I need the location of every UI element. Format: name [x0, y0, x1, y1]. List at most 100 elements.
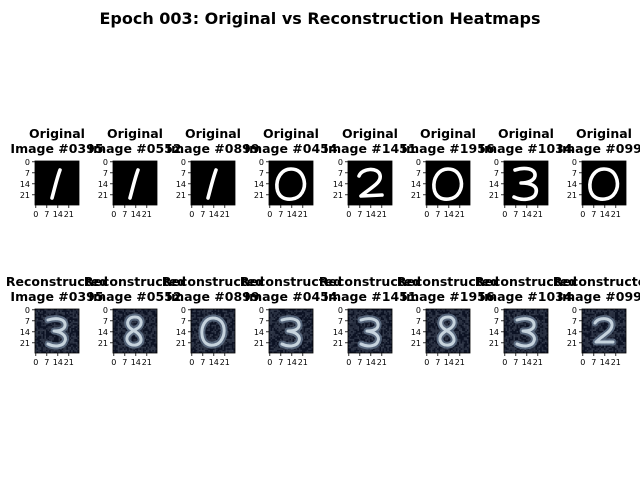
heatmap-cell	[52, 349, 54, 352]
x-tick-label: 14	[444, 358, 454, 367]
heatmap-cell	[349, 329, 352, 331]
heatmap-cell	[518, 312, 520, 314]
heatmap-cell	[58, 349, 61, 352]
heatmap-cell	[195, 332, 198, 335]
heatmap-cell	[135, 321, 137, 324]
heatmap-cell	[586, 343, 589, 346]
heatmap-cell	[459, 343, 461, 346]
heatmap-cell	[591, 315, 593, 317]
heatmap-cell	[192, 321, 195, 324]
heatmap-cell	[219, 331, 221, 333]
heatmap-cell	[440, 348, 442, 350]
heatmap-cell	[222, 345, 224, 347]
heatmap-cell	[516, 312, 519, 314]
heatmap-cell	[35, 337, 37, 339]
heatmap-cell	[117, 345, 120, 347]
heatmap-cell	[302, 324, 304, 327]
heatmap-cell	[197, 348, 199, 350]
heatmap-cell	[44, 340, 46, 342]
heatmap-cell	[462, 348, 464, 350]
heatmap-cell	[309, 320, 312, 322]
heatmap-cell	[228, 320, 231, 322]
heatmap-cell	[231, 312, 234, 314]
heatmap-cell	[460, 327, 463, 330]
heatmap-cell	[605, 348, 608, 350]
heatmap-cell	[519, 312, 522, 314]
heatmap-cell	[297, 310, 299, 313]
heatmap-cell	[270, 321, 273, 324]
heatmap-cell	[426, 321, 428, 324]
heatmap-cell	[63, 349, 65, 352]
heatmap-cell	[153, 349, 156, 352]
heatmap-cell	[582, 348, 584, 350]
heatmap-cell	[119, 331, 121, 333]
heatmap-cell	[144, 321, 146, 324]
heatmap-cell	[214, 349, 217, 352]
heatmap-cell	[504, 321, 506, 324]
heatmap-cell	[532, 313, 534, 316]
heatmap-cell	[591, 348, 593, 350]
heatmap-cell	[49, 348, 51, 350]
heatmap-cell	[292, 324, 295, 327]
heatmap-cell	[228, 351, 231, 353]
heatmap-cell	[47, 327, 50, 330]
heatmap-cell	[351, 345, 353, 347]
y-tick-label: 7	[103, 169, 108, 178]
heatmap-cell	[149, 348, 151, 350]
heatmap-cell	[114, 312, 117, 314]
x-tick-label: 21	[611, 358, 621, 367]
heatmap-cell	[217, 337, 220, 339]
heatmap-cell	[433, 337, 436, 339]
heatmap-cell	[518, 337, 520, 339]
heatmap-cell	[55, 312, 57, 314]
heatmap-cell	[429, 323, 431, 325]
heatmap-cell	[233, 332, 235, 335]
heatmap-cell	[77, 318, 79, 320]
heatmap-cell	[72, 309, 75, 311]
heatmap-cell	[273, 321, 276, 324]
heatmap-cell	[74, 349, 76, 352]
heatmap-cell	[41, 321, 43, 324]
heatmap-cell	[150, 309, 153, 311]
heatmap-cell	[437, 309, 439, 311]
heatmap-cell	[153, 324, 156, 327]
heatmap-cell	[543, 349, 545, 352]
heatmap-cell	[611, 349, 614, 352]
heatmap-cell	[275, 335, 277, 338]
heatmap-cell	[466, 349, 469, 352]
heatmap-cell	[388, 318, 391, 320]
heatmap-cell	[384, 312, 386, 314]
heatmap-cell	[624, 343, 626, 346]
heatmap-cell	[36, 320, 39, 322]
heatmap-cell	[42, 324, 45, 327]
heatmap-cell	[152, 309, 154, 311]
heatmap-cell	[538, 349, 541, 352]
heatmap-cell	[141, 349, 143, 352]
heatmap-cell	[433, 323, 436, 325]
heatmap-cell	[141, 346, 143, 349]
heatmap-cell	[50, 326, 53, 328]
heatmap-cell	[222, 351, 224, 353]
heatmap-cell	[588, 318, 590, 320]
heatmap-cell	[228, 340, 231, 342]
heatmap-cell	[435, 349, 437, 352]
heatmap-cell	[144, 337, 146, 339]
heatmap-cell	[544, 345, 547, 347]
heatmap-cell	[384, 349, 386, 352]
heatmap-cell	[155, 348, 157, 350]
heatmap-cell	[385, 332, 388, 335]
heatmap-cell	[228, 345, 231, 347]
heatmap-cell	[192, 320, 195, 322]
heatmap-cell	[209, 340, 212, 342]
heatmap-cell	[540, 312, 542, 314]
heatmap-cell	[117, 332, 120, 335]
heatmap-cell	[52, 309, 54, 311]
heatmap-cell	[619, 313, 622, 316]
heatmap-cell	[537, 321, 539, 324]
heatmap-cell	[390, 335, 392, 338]
heatmap-cell	[348, 338, 350, 341]
heatmap-cell	[616, 346, 619, 349]
heatmap-cell	[435, 326, 437, 328]
heatmap-cell	[276, 320, 279, 322]
x-tick-label: 14	[53, 210, 63, 219]
